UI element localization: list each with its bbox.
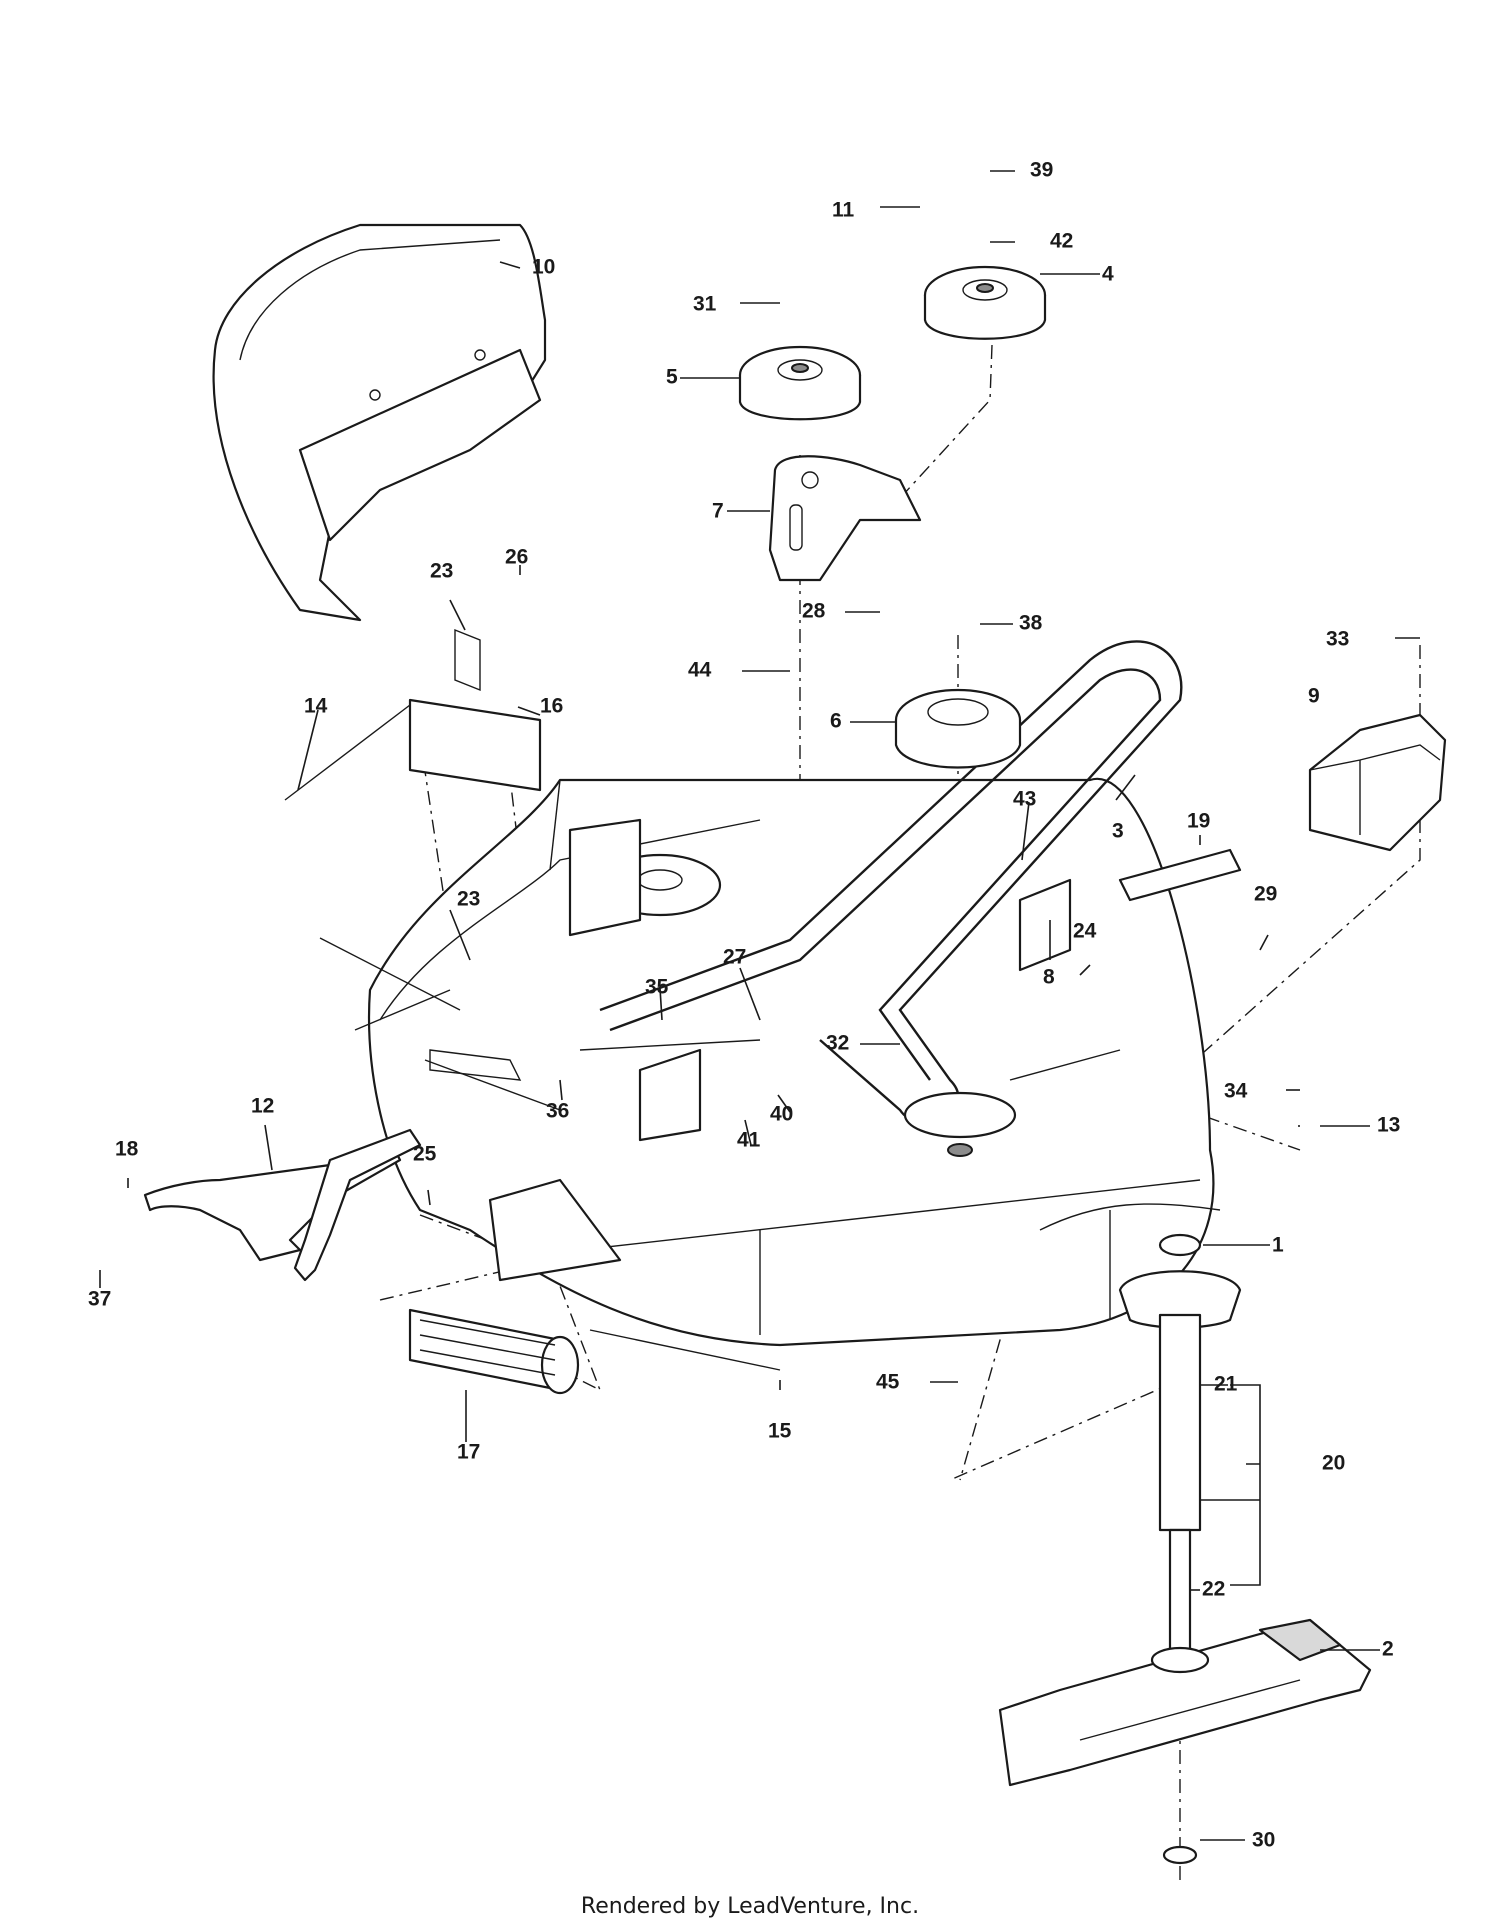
callout-12: 12 xyxy=(251,1095,274,1118)
callout-18: 18 xyxy=(115,1138,139,1161)
callout-1: 1 xyxy=(1272,1234,1284,1257)
callout-41: 41 xyxy=(737,1129,761,1152)
callout-19: 19 xyxy=(1187,810,1210,833)
callout-29: 29 xyxy=(1254,883,1277,906)
callout-15: 15 xyxy=(768,1420,792,1443)
callout-20: 20 xyxy=(1322,1452,1345,1475)
callout-23b: 23 xyxy=(457,888,480,911)
callout-13: 13 xyxy=(1377,1114,1400,1137)
mower-deck xyxy=(367,777,1215,1347)
callout-36: 36 xyxy=(546,1100,569,1123)
callout-43: 43 xyxy=(1013,788,1036,811)
idler-pulley-4 xyxy=(923,265,1047,340)
idler-pulley-5 xyxy=(738,345,862,421)
idler-arm xyxy=(768,455,922,582)
callout-34: 34 xyxy=(1224,1080,1248,1103)
callout-44: 44 xyxy=(688,659,712,682)
callout-35: 35 xyxy=(645,976,669,999)
callout-labels: 1 2 3 4 5 6 7 8 9 10 11 12 13 14 15 16 1… xyxy=(88,159,1400,1852)
roller xyxy=(408,1308,580,1395)
footer-credit: Rendered by LeadVenture, Inc. xyxy=(580,1894,920,1919)
discharge-chute xyxy=(212,223,547,622)
lift-arm xyxy=(143,1128,422,1282)
callout-7: 7 xyxy=(712,500,724,523)
callout-28: 28 xyxy=(802,600,826,623)
callout-2: 2 xyxy=(1382,1638,1394,1661)
callout-5: 5 xyxy=(666,366,678,389)
callout-31: 31 xyxy=(693,293,717,316)
callout-27: 27 xyxy=(723,946,746,969)
callout-21: 21 xyxy=(1214,1373,1238,1396)
callout-14: 14 xyxy=(304,695,328,718)
callout-37: 37 xyxy=(88,1288,111,1311)
callout-32: 32 xyxy=(826,1032,849,1055)
callout-11: 11 xyxy=(832,199,855,222)
callout-25: 25 xyxy=(413,1143,437,1166)
callout-10: 10 xyxy=(532,256,555,279)
callout-8: 8 xyxy=(1043,966,1055,989)
callout-40: 40 xyxy=(770,1103,793,1126)
hardware xyxy=(284,628,1242,1371)
callout-26: 26 xyxy=(505,546,528,569)
callout-38: 38 xyxy=(1019,612,1043,635)
callout-30: 30 xyxy=(1252,1829,1275,1852)
callout-9: 9 xyxy=(1308,685,1320,708)
deck-pulley-left xyxy=(568,818,722,937)
callout-24: 24 xyxy=(1073,920,1097,943)
callout-17: 17 xyxy=(457,1441,480,1464)
callout-23a: 23 xyxy=(430,560,453,583)
leader-lines xyxy=(99,170,1420,1841)
callout-4: 4 xyxy=(1102,263,1114,286)
spindle-mount xyxy=(903,1091,1017,1157)
callout-3: 3 xyxy=(1112,820,1124,843)
callout-22: 22 xyxy=(1202,1578,1225,1601)
callout-42: 42 xyxy=(1050,230,1073,253)
callout-16: 16 xyxy=(540,695,563,718)
callout-33: 33 xyxy=(1326,628,1349,651)
callout-39: 39 xyxy=(1030,159,1053,182)
drive-pulley-6 xyxy=(894,688,1022,769)
belt-guard xyxy=(1308,713,1447,852)
spindle-assembly xyxy=(1118,1233,1242,1865)
callout-45: 45 xyxy=(876,1371,900,1394)
callout-6: 6 xyxy=(830,710,842,733)
